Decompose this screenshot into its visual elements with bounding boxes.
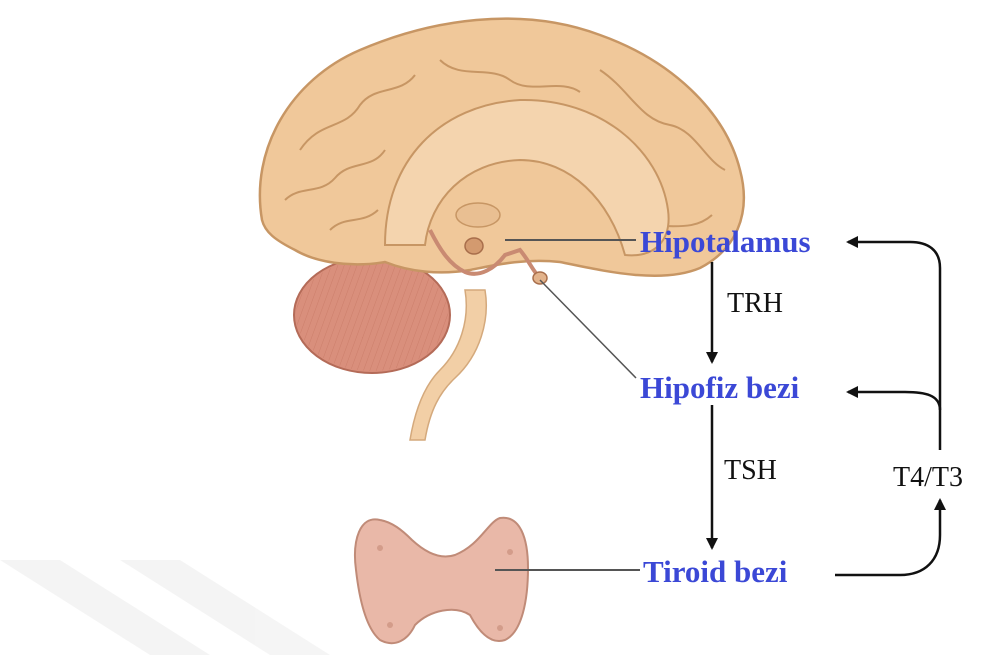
thyroid-gland <box>355 518 528 643</box>
label-pituitary: Hipofiz bezi <box>640 372 799 403</box>
watermark-stripes <box>0 560 330 655</box>
feedback-line-vertical <box>848 242 940 450</box>
label-thyroid: Tiroid bezi <box>643 556 787 587</box>
cerebellum <box>294 257 450 373</box>
leader-line-pituitary <box>540 280 636 378</box>
label-t4-t3: T4/T3 <box>893 462 963 494</box>
label-trh: TRH <box>727 290 783 318</box>
feedback-arrow-up <box>835 500 940 575</box>
label-tsh: TSH <box>724 457 777 485</box>
feedback-arrow-pituitary <box>848 392 940 410</box>
label-hypothalamus: Hipotalamus <box>640 226 811 257</box>
